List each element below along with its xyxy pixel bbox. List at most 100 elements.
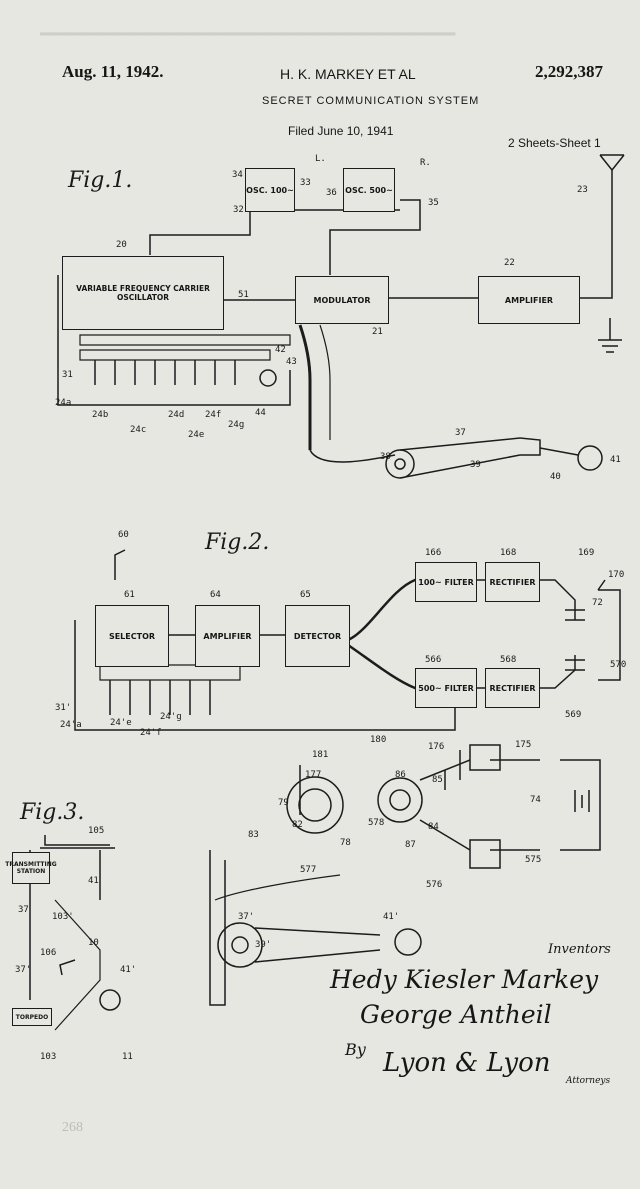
oscillator-500-box: OSC. 500~ — [343, 168, 395, 212]
torpedo-box: TORPEDO — [12, 1008, 52, 1026]
ref-21: 21 — [372, 327, 383, 337]
ref-23: 23 — [577, 185, 588, 195]
ref-176: 176 — [428, 742, 444, 752]
ref-10: 10 — [88, 938, 99, 948]
ref-37-prime-fig3: 37' — [15, 965, 31, 975]
ref-51: 51 — [238, 290, 249, 300]
ref-82: 82 — [292, 820, 303, 830]
signature-hedy-kiesler-markey: Hedy Kiesler Markey — [330, 965, 598, 994]
signature-george-antheil: George Antheil — [360, 1000, 552, 1029]
ref-64: 64 — [210, 590, 221, 600]
ref-41-prime-fig3: 41' — [120, 965, 136, 975]
ref-103-prime: 103' — [52, 912, 74, 922]
ref-65: 65 — [300, 590, 311, 600]
ref-44: 44 — [255, 408, 266, 418]
ref-570: 570 — [610, 660, 626, 670]
ref-41: 41 — [610, 455, 621, 465]
rectifier-box-1: RECTIFIER — [485, 562, 540, 602]
ref-32: 32 — [233, 205, 244, 215]
attorneys-caption: Attorneys — [566, 1076, 610, 1086]
ref-24e-prime: 24'e — [110, 718, 132, 728]
page-number: 268 — [62, 1120, 83, 1136]
ref-39: 39 — [470, 460, 481, 470]
ref-24b: 24b — [92, 410, 108, 420]
ref-86: 86 — [395, 770, 406, 780]
selector-box: SELECTOR — [95, 605, 169, 667]
transmitting-station-box: TRANSMITTING STATION — [12, 852, 50, 884]
ref-85: 85 — [432, 775, 443, 785]
ref-41-prime: 41' — [383, 912, 399, 922]
figure-1-label: Fig.1. — [68, 168, 132, 193]
ref-37-fig3: 37 — [18, 905, 29, 915]
ref-575: 575 — [525, 855, 541, 865]
detector-box: DETECTOR — [285, 605, 350, 667]
ref-168: 168 — [500, 548, 516, 558]
ref-169: 169 — [578, 548, 594, 558]
ref-568: 568 — [500, 655, 516, 665]
ref-61: 61 — [124, 590, 135, 600]
ref-R: R. — [420, 158, 431, 168]
oscillator-100-box: OSC. 100~ — [245, 168, 295, 212]
ref-84: 84 — [428, 822, 439, 832]
ref-38: 38 — [380, 452, 391, 462]
signature-lyon-lyon: Lyon & Lyon — [383, 1048, 550, 1078]
ref-566: 566 — [425, 655, 441, 665]
ref-35: 35 — [428, 198, 439, 208]
figure-2-label: Fig.2. — [205, 530, 269, 555]
ref-24f: 24f — [205, 410, 221, 420]
inventors-caption: Inventors — [548, 942, 611, 957]
ref-170: 170 — [608, 570, 624, 580]
amplifier-box-fig2: AMPLIFIER — [195, 605, 260, 667]
ref-60: 60 — [118, 530, 129, 540]
ref-24d: 24d — [168, 410, 184, 420]
ref-20: 20 — [116, 240, 127, 250]
ref-31-prime: 31' — [55, 703, 71, 713]
ref-72: 72 — [592, 598, 603, 608]
ref-24e: 24e — [188, 430, 204, 440]
ref-24g-prime: 24'g — [160, 712, 182, 722]
ref-24a-prime: 24'a — [60, 720, 82, 730]
ref-103: 103 — [40, 1052, 56, 1062]
ref-42: 42 — [275, 345, 286, 355]
ref-24c: 24c — [130, 425, 146, 435]
ref-24a: 24a — [55, 398, 71, 408]
ref-576: 576 — [426, 880, 442, 890]
ref-578: 578 — [368, 818, 384, 828]
ref-569: 569 — [565, 710, 581, 720]
filter-100-box: 100~ FILTER — [415, 562, 477, 602]
variable-frequency-carrier-oscillator-box: VARIABLE FREQUENCY CARRIER OSCILLATOR — [62, 256, 224, 330]
ref-87: 87 — [405, 840, 416, 850]
ref-36: 36 — [326, 188, 337, 198]
ref-83: 83 — [248, 830, 259, 840]
ref-11: 11 — [122, 1052, 133, 1062]
ref-37-prime: 37' — [238, 912, 254, 922]
ref-180: 180 — [370, 735, 386, 745]
ref-74: 74 — [530, 795, 541, 805]
ref-33: 33 — [300, 178, 311, 188]
ref-577: 577 — [300, 865, 316, 875]
ref-105: 105 — [88, 826, 104, 836]
ref-181: 181 — [312, 750, 328, 760]
filter-500-box: 500~ FILTER — [415, 668, 477, 708]
ref-175: 175 — [515, 740, 531, 750]
ref-34: 34 — [232, 170, 243, 180]
ref-24g: 24g — [228, 420, 244, 430]
by-caption: By — [345, 1040, 366, 1059]
ref-39-prime: 39' — [255, 940, 271, 950]
ref-43: 43 — [286, 357, 297, 367]
ref-22: 22 — [504, 258, 515, 268]
ref-24f-prime: 24'f — [140, 728, 162, 738]
ref-31: 31 — [62, 370, 73, 380]
ref-37: 37 — [455, 428, 466, 438]
figure-3-label: Fig.3. — [20, 800, 84, 825]
ref-40: 40 — [550, 472, 561, 482]
ref-166: 166 — [425, 548, 441, 558]
ref-177: 177 — [305, 770, 321, 780]
modulator-box: MODULATOR — [295, 276, 389, 324]
ref-78: 78 — [340, 838, 351, 848]
ref-41-fig3: 41 — [88, 876, 99, 886]
ref-79: 79 — [278, 798, 289, 808]
amplifier-box-fig1: AMPLIFIER — [478, 276, 580, 324]
ref-106: 106 — [40, 948, 56, 958]
